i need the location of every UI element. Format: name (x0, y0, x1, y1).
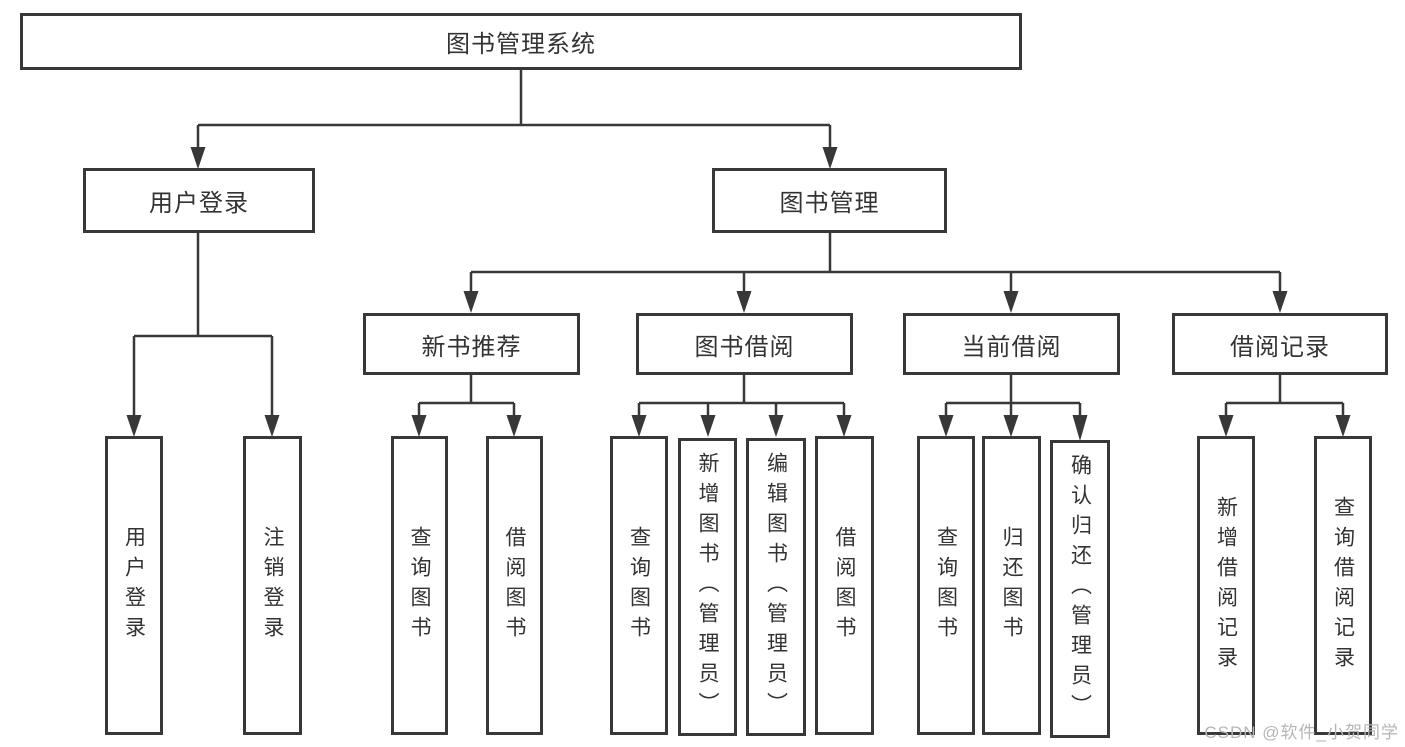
leaf-add-borrow-record: 新增借阅记录 (1197, 436, 1255, 735)
leaf-query-books-current: 查询图书 (917, 436, 975, 735)
leaf-label: 编辑图书（管理员） (764, 452, 788, 722)
leaf-label: 新增借阅记录 (1214, 495, 1238, 676)
leaf-add-books-admin: 新增图书（管理员） (678, 438, 737, 736)
leaf-label: 借阅图书 (503, 525, 527, 646)
leaf-borrow-books: 借阅图书 (815, 436, 874, 735)
watermark: CSDN @软件_小贺同学 (1204, 723, 1399, 742)
leaf-label: 用户登录 (122, 525, 146, 646)
leaf-label: 新增图书（管理员） (696, 452, 720, 722)
node-book-borrow: 图书借阅 (636, 313, 853, 375)
leaf-label: 归还图书 (1000, 525, 1024, 646)
leaf-query-books-recommend: 查询图书 (391, 436, 448, 735)
node-library-system: 图书管理系统 (20, 13, 1022, 70)
leaf-label: 查询图书 (408, 525, 432, 646)
node-borrow-records: 借阅记录 (1172, 313, 1388, 375)
leaf-label: 查询图书 (934, 525, 958, 646)
leaf-return-books: 归还图书 (982, 436, 1041, 735)
leaf-label: 确认归还（管理员） (1068, 454, 1092, 724)
arrowheads (126, 147, 1351, 441)
leaf-confirm-return-admin: 确认归还（管理员） (1050, 440, 1110, 738)
leaf-label: 查询借阅记录 (1331, 495, 1355, 676)
leaf-label: 注销登录 (261, 525, 285, 646)
leaf-query-borrow-record: 查询借阅记录 (1314, 436, 1372, 735)
node-book-management: 图书管理 (712, 168, 947, 233)
node-user-login: 用户登录 (83, 168, 315, 233)
leaf-edit-books-admin: 编辑图书（管理员） (746, 438, 806, 736)
node-new-book-recommend: 新书推荐 (363, 313, 580, 375)
leaf-query-books-borrow: 查询图书 (610, 436, 668, 735)
leaf-label: 查询图书 (627, 525, 651, 646)
leaf-user-login: 用户登录 (105, 436, 163, 735)
leaf-borrow-books-recommend: 借阅图书 (486, 436, 543, 735)
node-current-borrow: 当前借阅 (903, 313, 1120, 375)
leaf-label: 借阅图书 (833, 525, 857, 646)
leaf-logout: 注销登录 (243, 436, 302, 735)
